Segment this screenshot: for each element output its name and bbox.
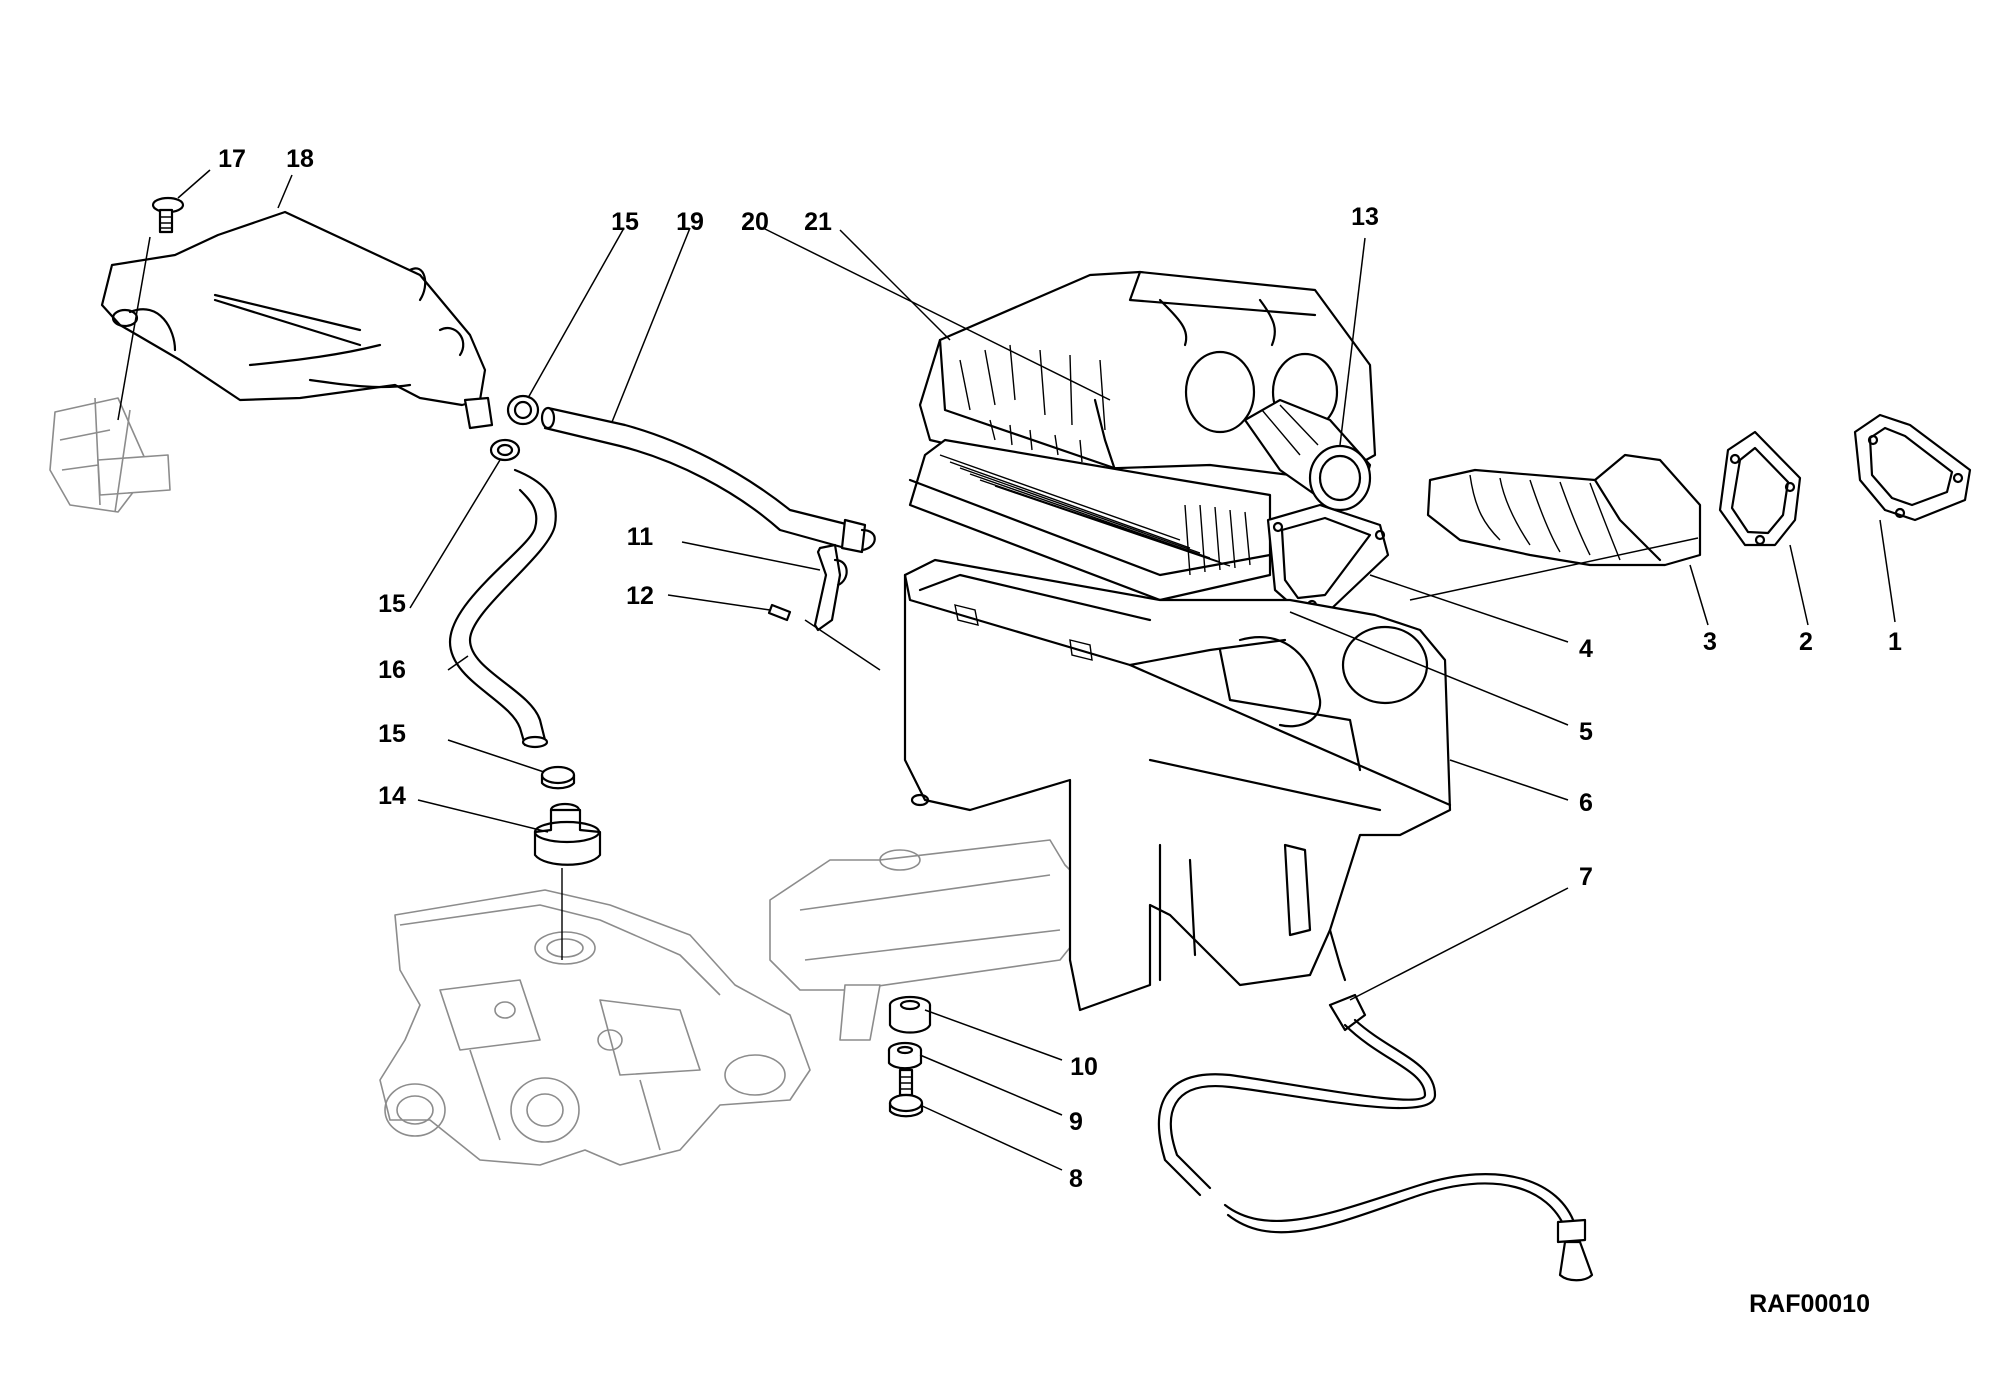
part-1-seal bbox=[1853, 413, 1972, 522]
callout-15-lower: 15 bbox=[378, 720, 406, 748]
frame-context-left bbox=[49, 397, 171, 513]
part-14-fitting bbox=[533, 802, 602, 960]
drawing-reference-code: RAF00010 bbox=[1749, 1290, 1870, 1318]
part-19-breather-hose bbox=[540, 406, 876, 554]
part-4-intake-gasket bbox=[1266, 503, 1390, 614]
callout-17: 17 bbox=[218, 145, 246, 173]
part-11-clip bbox=[813, 543, 848, 632]
engine-crankcase-outline bbox=[379, 889, 811, 1166]
part-10-grommet bbox=[888, 995, 932, 1034]
callout-labels: 1 2 3 4 5 6 7 8 9 10 11 12 13 14 15 15 1… bbox=[218, 145, 1902, 1193]
part-18-breather-tank bbox=[100, 210, 487, 407]
callout-1: 1 bbox=[1888, 628, 1902, 656]
callout-5: 5 bbox=[1579, 718, 1593, 746]
callout-11: 11 bbox=[627, 523, 654, 551]
callout-14: 14 bbox=[378, 782, 406, 810]
part-15-hose-clamp-mid bbox=[489, 438, 521, 462]
part-13-intake-funnel bbox=[1243, 398, 1372, 512]
callout-15-upper: 15 bbox=[611, 208, 639, 236]
callout-9: 9 bbox=[1069, 1108, 1083, 1136]
callout-20: 20 bbox=[741, 208, 769, 236]
callout-16: 16 bbox=[378, 656, 406, 684]
part-7-drain-hose bbox=[1157, 993, 1594, 1282]
frame-context-center bbox=[769, 839, 1081, 1041]
part-8-bolt bbox=[888, 1068, 924, 1118]
part-15-hose-clamp-lower bbox=[540, 765, 576, 790]
callout-19: 19 bbox=[676, 208, 704, 236]
callout-6: 6 bbox=[1579, 789, 1593, 817]
callout-3: 3 bbox=[1703, 628, 1717, 656]
part-12-pin bbox=[767, 603, 792, 622]
callout-2: 2 bbox=[1799, 628, 1813, 656]
callout-4: 4 bbox=[1579, 635, 1593, 663]
callout-7: 7 bbox=[1579, 863, 1593, 891]
part-9-spacer bbox=[887, 1041, 923, 1070]
callout-18: 18 bbox=[286, 145, 314, 173]
part-20-air-filter bbox=[908, 438, 1272, 602]
callout-8: 8 bbox=[1069, 1165, 1083, 1193]
part-16-breather-hose bbox=[448, 468, 557, 749]
leader-lines bbox=[117, 169, 1896, 1171]
part-3-intake-duct bbox=[1426, 453, 1702, 567]
callout-12: 12 bbox=[626, 582, 654, 610]
callout-10: 10 bbox=[1070, 1053, 1098, 1081]
callout-15-mid: 15 bbox=[378, 590, 406, 618]
part-15-hose-clamp-upper bbox=[463, 394, 540, 430]
part-17-screw bbox=[151, 196, 185, 234]
callout-21: 21 bbox=[804, 208, 832, 236]
callout-13: 13 bbox=[1351, 203, 1379, 231]
part-6-airbox-housing bbox=[903, 558, 1452, 1012]
part-2-flange-gasket bbox=[1718, 430, 1802, 547]
